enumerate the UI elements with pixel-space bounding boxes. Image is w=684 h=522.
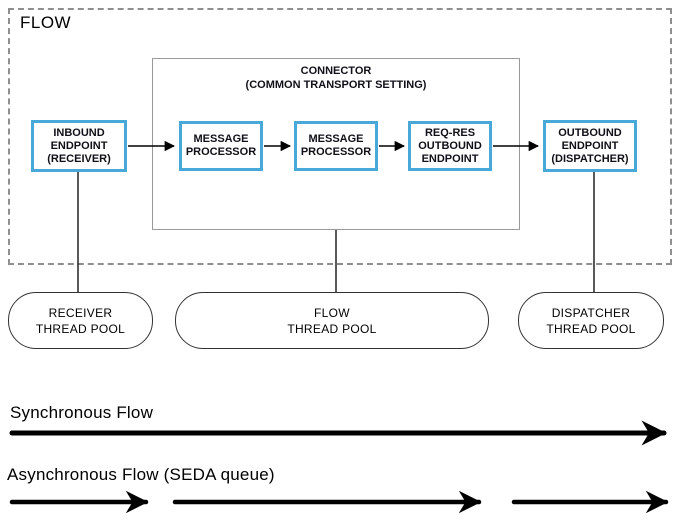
flow-thread-pool: FLOW THREAD POOL	[175, 292, 489, 349]
asynchronous-flow-label: Asynchronous Flow (SEDA queue)	[7, 465, 275, 484]
node-outbound-endpoint: OUTBOUND ENDPOINT (DISPATCHER)	[543, 120, 637, 172]
node-inbound-endpoint: INBOUND ENDPOINT (RECEIVER)	[31, 120, 127, 172]
connector-group-box: CONNECTOR (COMMON TRANSPORT SETTING)	[152, 58, 520, 230]
synchronous-flow-label: Synchronous Flow	[10, 403, 154, 422]
node-req-res-outbound-endpoint: REQ-RES OUTBOUND ENDPOINT	[408, 121, 492, 171]
node-message-processor-2: MESSAGE PROCESSOR	[294, 121, 378, 171]
receiver-thread-pool: RECEIVER THREAD POOL	[8, 292, 153, 349]
flow-dashed-container: FLOW	[8, 8, 672, 265]
connector-title: CONNECTOR (COMMON TRANSPORT SETTING)	[245, 65, 427, 91]
dispatcher-thread-pool: DISPATCHER THREAD POOL	[518, 292, 664, 349]
node-message-processor-1: MESSAGE PROCESSOR	[179, 121, 263, 171]
flow-title: FLOW	[20, 13, 72, 32]
